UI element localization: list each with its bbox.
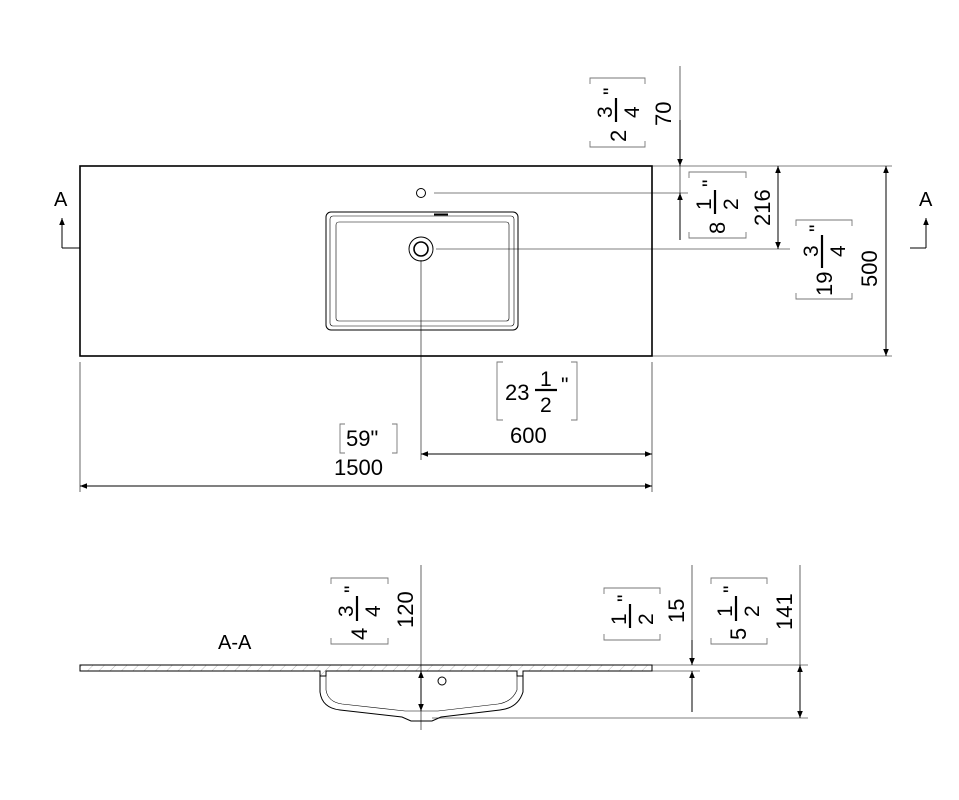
section-marker-right: A <box>910 189 933 249</box>
total-height-in-num: 1 <box>714 605 737 617</box>
depth-in-whole: 19 <box>812 272 837 296</box>
top-view <box>79 165 653 357</box>
bowl-depth-label: 120 4 3 4 " <box>330 577 418 645</box>
section-marker-right-label: A <box>919 189 933 211</box>
tap-hole-from-back-in-mark: " <box>600 88 623 95</box>
tap-hole <box>416 188 426 198</box>
bowl-depth-in-den: 4 <box>362 605 385 617</box>
bowl-depth-in-whole: 4 <box>347 628 372 640</box>
tap-hole-from-back-label: 70 2 3 4 " <box>589 77 676 148</box>
drain-from-back-in-den: 2 <box>720 198 743 210</box>
depth-mm: 500 <box>857 250 882 287</box>
overall-width-label: 1500 59" <box>334 423 398 480</box>
drain-from-back-in-whole: 8 <box>705 222 730 234</box>
section-dimension-lines <box>418 640 803 718</box>
drain-from-back-in-mark: " <box>699 180 722 187</box>
top-thickness-in-num: 1 <box>608 613 631 625</box>
depth-in-den: 4 <box>827 245 850 257</box>
total-height-mm: 141 <box>772 593 797 630</box>
drain-from-back-mm: 216 <box>750 189 775 226</box>
total-height-in-den: 2 <box>741 605 764 617</box>
tap-hole-from-back-mm: 70 <box>651 102 676 126</box>
overall-width-mm: 1500 <box>334 455 383 480</box>
extension-lines <box>79 66 892 492</box>
section-overflow-hole <box>437 676 447 686</box>
top-thickness-in-den: 2 <box>635 613 658 625</box>
bowl-depth-in-mark: " <box>341 586 364 593</box>
section-bowl <box>319 671 524 722</box>
drain-offset-label: 600 23 1 2 " <box>496 361 578 448</box>
dimension-lines <box>80 120 889 489</box>
tap-hole-from-back-in-whole: 2 <box>606 130 631 142</box>
section-title: A-A <box>218 632 252 654</box>
tap-hole-from-back-in-den: 4 <box>621 106 644 118</box>
section-marker-left: A <box>54 189 80 249</box>
depth-in-num: 3 <box>800 245 823 257</box>
drain-from-back-in-num: 1 <box>693 198 716 210</box>
section-marker-left-label: A <box>54 189 68 211</box>
bowl-depth-in-num: 3 <box>335 605 358 617</box>
drain-offset-in-mark: " <box>561 374 568 397</box>
section-view: A-A <box>79 565 653 730</box>
depth-in-mark: " <box>806 225 829 232</box>
top-thickness-mm: 15 <box>664 599 689 623</box>
top-thickness-in-mark: " <box>614 595 637 602</box>
top-thickness-label: 15 1 2 " <box>603 587 689 641</box>
overall-width-in: 59" <box>346 426 378 451</box>
drain-offset-mm: 600 <box>510 423 547 448</box>
drain-offset-in-whole: 23 <box>505 380 529 405</box>
total-height-label: 141 5 1 2 " <box>710 577 797 645</box>
bowl-depth-mm: 120 <box>393 591 418 628</box>
section-extension-lines <box>432 565 808 719</box>
depth-label: 500 19 3 4 " <box>795 219 882 300</box>
basin-outline <box>325 211 519 331</box>
countertop-outline <box>79 165 653 357</box>
drain-offset-in-num: 1 <box>540 368 552 391</box>
tap-hole-from-back-in-num: 3 <box>594 106 617 118</box>
total-height-in-whole: 5 <box>726 628 751 640</box>
drain-offset-in-den: 2 <box>540 394 552 417</box>
drain <box>408 236 434 262</box>
drain-from-back-label: 216 8 1 2 " <box>688 171 775 239</box>
total-height-in-mark: " <box>720 586 743 593</box>
section-slab <box>79 664 653 677</box>
